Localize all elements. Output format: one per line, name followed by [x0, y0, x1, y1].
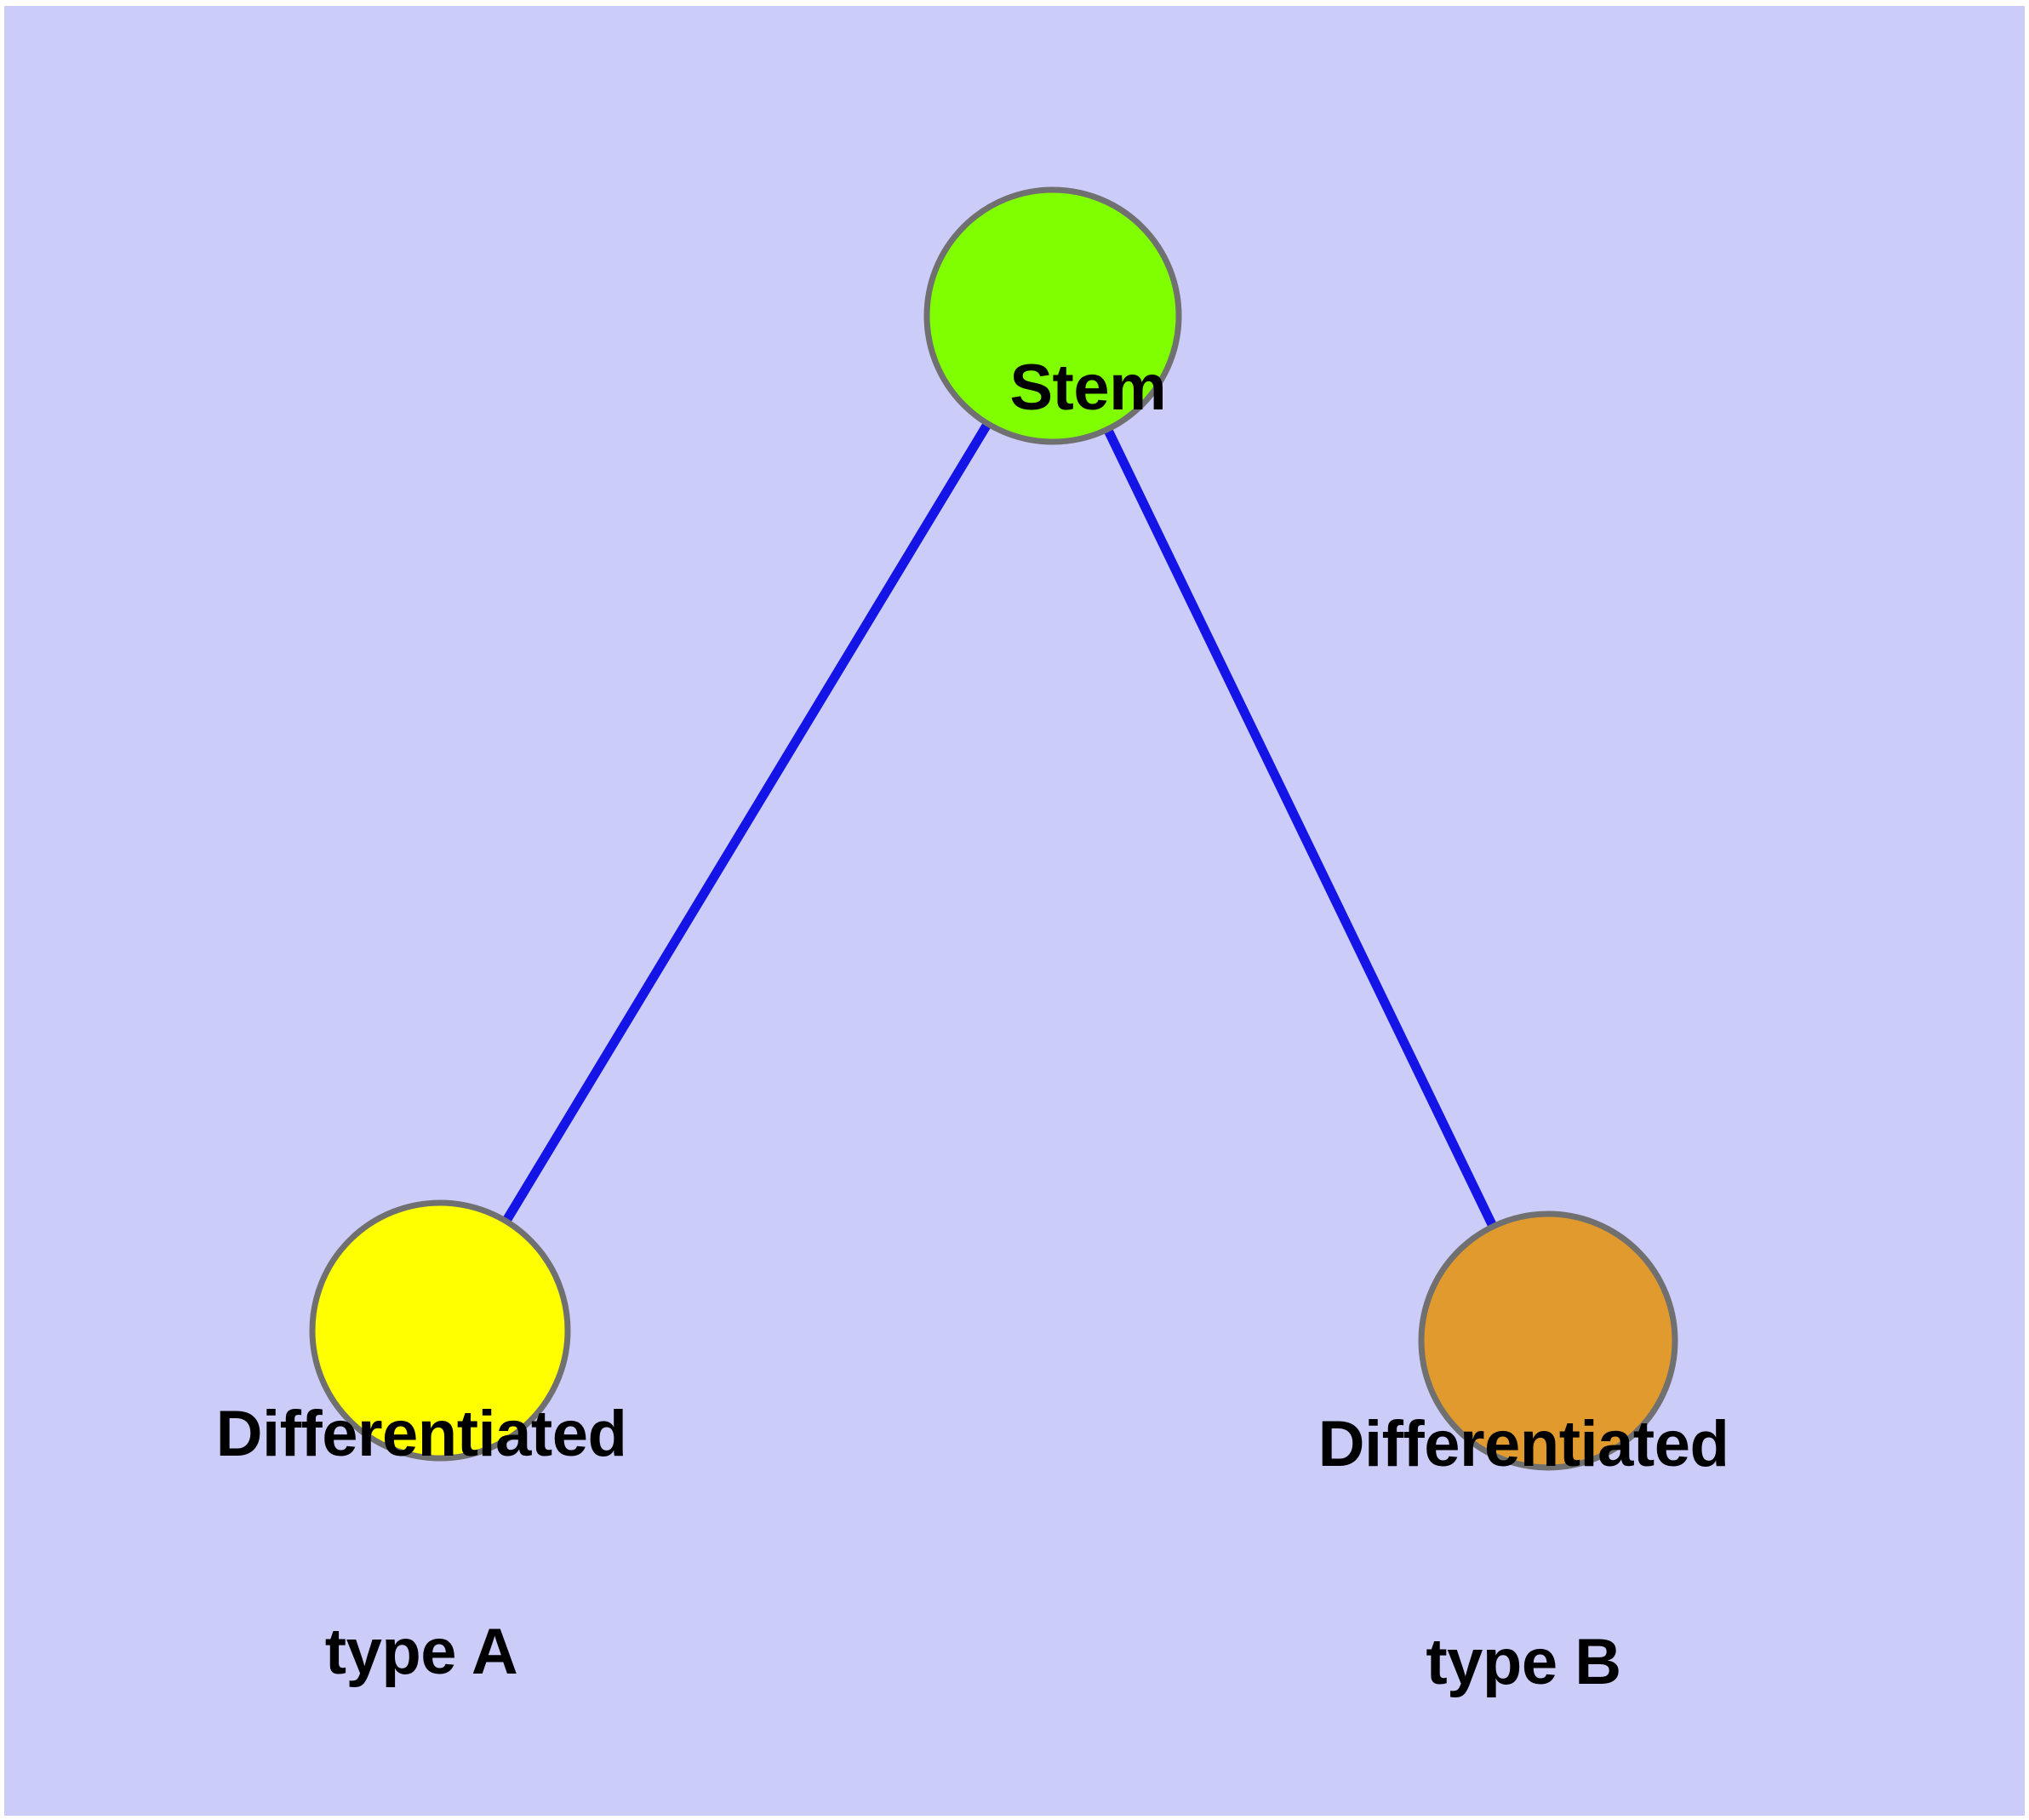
node-layer [309, 186, 1678, 1471]
node-circle-diff-b[interactable] [1418, 1210, 1678, 1471]
node-circle-stem[interactable] [923, 186, 1182, 445]
edge-stem-to-diff-a[interactable] [436, 313, 1057, 1333]
edge-layer [436, 313, 1552, 1343]
edge-stem-to-diff-b[interactable] [1049, 313, 1552, 1343]
node-circle-diff-a[interactable] [309, 1199, 571, 1462]
